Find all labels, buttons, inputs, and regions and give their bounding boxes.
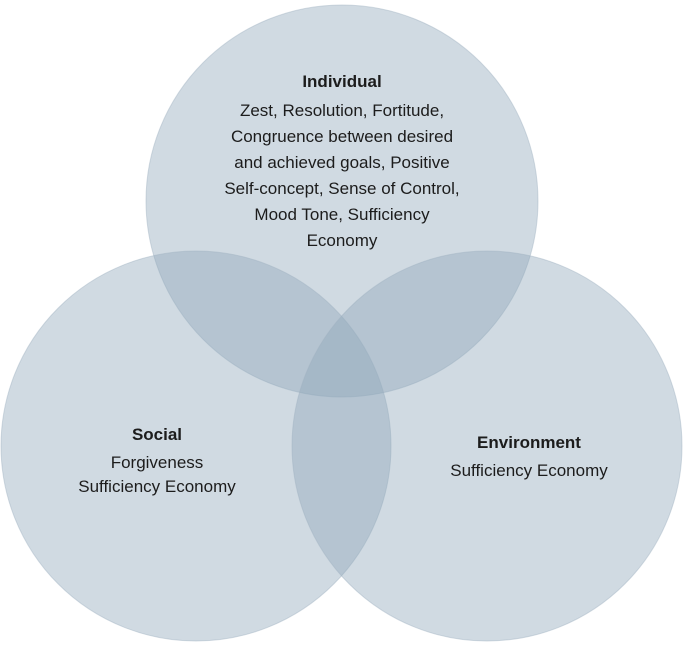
social-label-block: Social Forgiveness Sufficiency Economy <box>32 423 282 499</box>
individual-line: Self-concept, Sense of Control, <box>224 179 460 198</box>
individual-body: Zest, Resolution, Fortitude, Congruence … <box>177 98 507 254</box>
social-title: Social <box>131 425 183 444</box>
social-line: Sufficiency Economy <box>78 477 236 496</box>
circle-environment <box>291 250 683 642</box>
social-body: Forgiveness Sufficiency Economy <box>32 451 282 499</box>
environment-label-block: Environment Sufficiency Economy <box>394 431 664 483</box>
social-line: Forgiveness <box>110 453 204 472</box>
individual-label-block: Individual Zest, Resolution, Fortitude, … <box>177 70 507 254</box>
individual-line: Economy <box>306 231 378 250</box>
individual-line: Congruence between desired <box>230 127 454 146</box>
environment-line: Sufficiency Economy <box>450 461 608 480</box>
circle-individual <box>145 4 539 398</box>
individual-line: Zest, Resolution, Fortitude, <box>239 101 445 120</box>
circle-social <box>0 250 392 642</box>
individual-line: and achieved goals, Positive <box>234 153 450 172</box>
environment-body: Sufficiency Economy <box>394 459 664 483</box>
individual-title: Individual <box>302 72 382 91</box>
individual-line: Mood Tone, Sufficiency <box>254 205 430 224</box>
environment-title: Environment <box>477 433 581 452</box>
